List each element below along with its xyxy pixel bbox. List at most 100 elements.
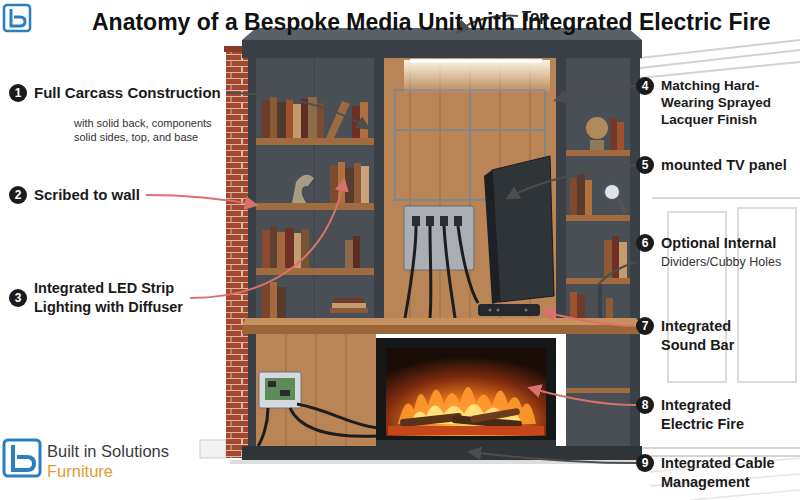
led-glow [404,60,550,94]
brand-name: Furniture [47,461,197,481]
leader-arrow [530,388,636,405]
logo-frame [4,5,30,31]
fire-glass [386,348,546,436]
callout-circle: 8 [636,396,654,414]
cable [405,226,478,318]
book [617,122,624,150]
book [277,102,286,138]
brick-wall [226,50,248,458]
book [604,240,612,278]
shelf [566,278,630,284]
sound-bar-light [489,309,492,312]
logo-mark [13,445,34,470]
brand-name: Built in Solutions [47,441,197,461]
room-wall [640,40,800,500]
led-strip [410,59,542,63]
sound-bar [478,304,540,316]
shelf [566,150,630,156]
book [345,240,353,268]
leader-arrow [226,93,368,128]
leader-arrow [190,180,344,298]
cupboard [566,334,630,446]
callout-note: Dividers/Cubby Holes [661,254,797,270]
callout-number: 6 [636,234,654,252]
crown-moulding [640,40,800,78]
book [262,230,270,268]
back-panel [566,58,630,330]
callout-circle: 9 [636,454,654,472]
ornament [586,117,608,139]
magnifier [604,184,620,200]
callout-label: Full Carcass Construction [34,83,234,103]
callout-label: Integrated Electric Fire [661,396,766,434]
diagram-title: Anatomy of a Bespoke Media Unit with Int… [92,8,797,36]
top-slab [242,40,642,58]
callout-circle: 7 [636,317,654,335]
side-panel [630,58,640,450]
book [361,166,369,203]
chip [268,381,276,387]
book [277,232,285,268]
book [619,242,627,278]
book [354,163,361,203]
circuit-board [265,378,295,400]
book [270,96,277,138]
leader-arrows [146,16,636,463]
back-panel [256,58,374,330]
ornament-stand [590,140,604,150]
shelf [566,215,630,221]
callout-circle: 4 [636,77,654,95]
shelf [256,203,374,210]
sound-bar-light [525,309,528,312]
socket [412,216,420,226]
book [277,287,286,318]
book [262,285,270,318]
fire-box [376,338,556,446]
book [353,236,360,268]
book [270,282,277,318]
callout-circle: 2 [9,186,27,204]
book [330,308,368,313]
leader-arrow [146,195,256,205]
callout-circle: 6 [636,234,654,252]
book [334,298,364,303]
callout-number: 8 [636,396,654,414]
skirting-board [642,448,800,456]
wall-panel [738,208,796,382]
book [577,174,585,215]
shelf [256,268,374,275]
books [262,96,369,318]
book [585,180,592,215]
carcass [242,28,642,450]
callout-circle: 5 [636,156,654,174]
book [326,101,350,138]
leader-arrow [544,312,636,326]
tv-panel [492,156,554,302]
part-label: Top [522,6,582,26]
callout-label: Integrated LED Strip Lighting with Diffu… [34,279,194,317]
callout-label: Integrated Sound Bar [661,317,766,355]
sound-bar-light [497,309,500,312]
log [470,408,520,424]
callout-note: with solid back, components solid sides,… [74,117,219,144]
logo-background [0,432,198,496]
books [570,117,627,326]
callout-number: 1 [9,84,27,102]
junction-box [259,372,301,408]
callout-label: mounted TV panel [661,156,797,175]
book [610,118,617,150]
callout-label: Scribed to wall [34,185,184,205]
leader-arrow [588,262,636,300]
callout-label: Matching Hard-Wearing Sprayed Lacquer Fi… [661,77,789,128]
book [301,229,309,268]
book [301,99,308,138]
callout-label: Integrated Cable Management [661,454,796,492]
logo-frame [4,440,40,476]
shelf [566,388,630,393]
leader-arrow [508,165,636,198]
leader-arrow [556,86,636,100]
dado-rail [652,197,800,199]
divider-panel [374,58,384,330]
callout-circle: 3 [9,289,27,307]
